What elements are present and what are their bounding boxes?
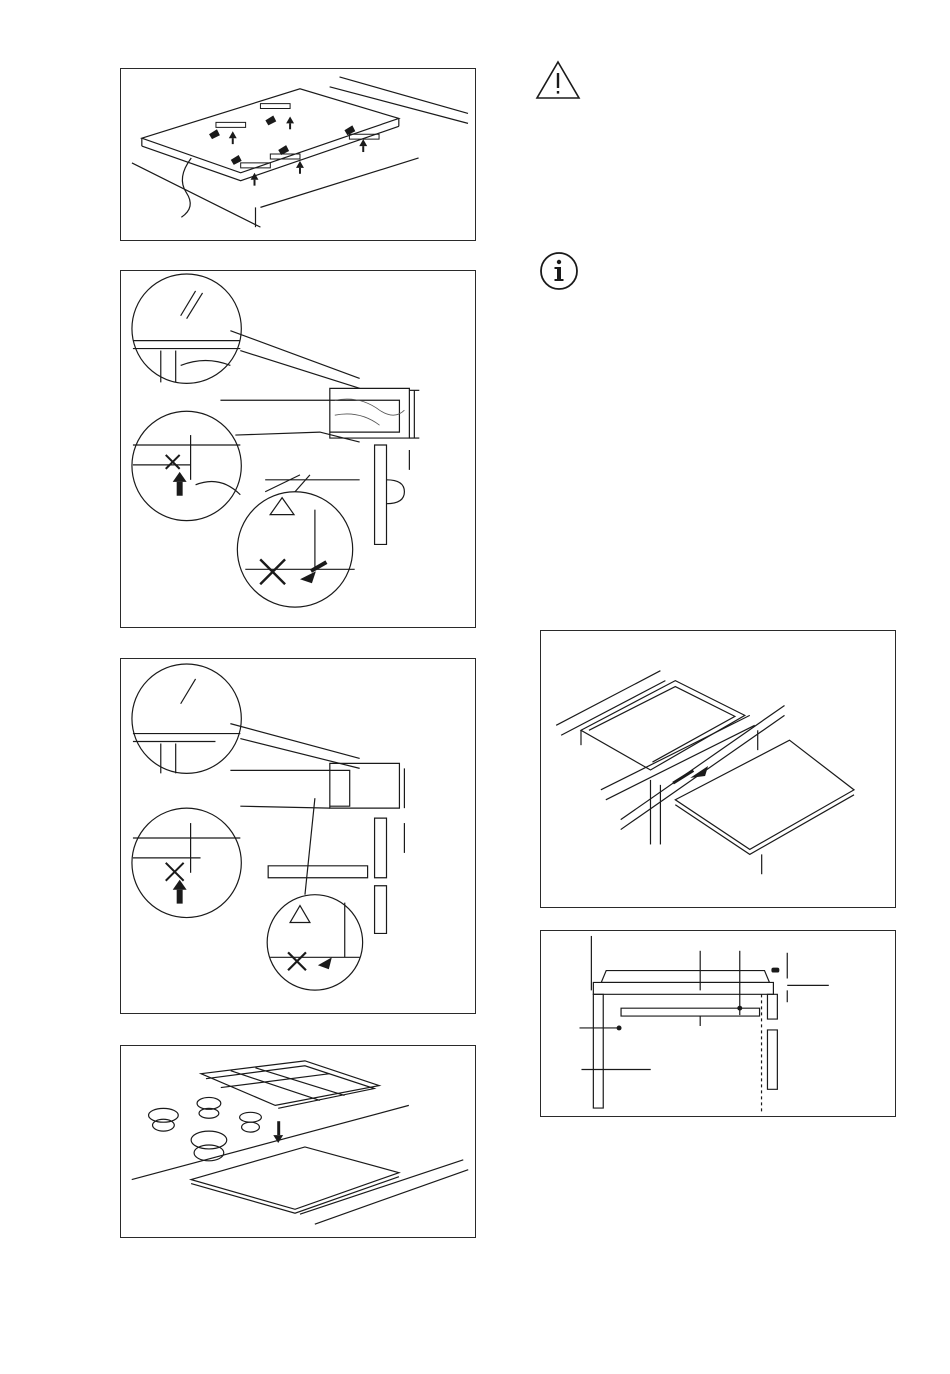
- figure-hob-underside-clamps: [120, 68, 476, 241]
- sealant-diagram: [121, 659, 475, 1013]
- figure-pan-supports-placement: [120, 1045, 476, 1238]
- figure-seal-installation-drawer: [120, 270, 476, 628]
- cross-section-diagram: [541, 931, 895, 1116]
- figure-seal-installation-panel: [120, 658, 476, 1014]
- warning-triangle-icon: [535, 60, 581, 100]
- info-icon: [539, 251, 579, 291]
- figure-cabinet-cross-section: [540, 930, 896, 1117]
- figure-cutout-insertion: [540, 630, 896, 908]
- cutout-diagram: [541, 631, 895, 907]
- pan-support-diagram: [121, 1046, 475, 1237]
- sealant-diagram: [121, 271, 475, 627]
- hob-clamp-diagram: [121, 69, 475, 240]
